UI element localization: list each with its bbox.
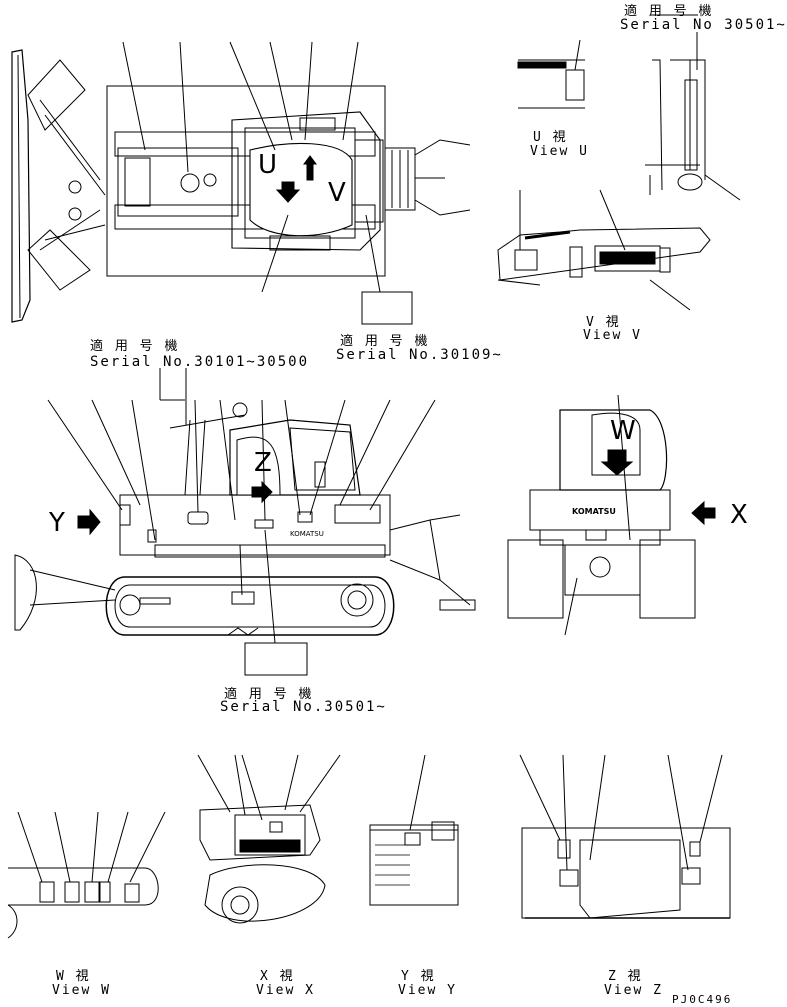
rear-view (508, 395, 715, 635)
side-view-serial-jp: 適 用 号 機 (224, 687, 314, 702)
view-x-detail (198, 755, 340, 923)
marker-y: Y (49, 508, 65, 538)
top-view-serial-b-en: Serial No.30109~ (336, 347, 503, 363)
view-v-detail (498, 190, 710, 310)
brand-side: KOMATSU (290, 530, 324, 538)
detail-top-right (645, 15, 740, 200)
view-z-jp: Z 視 (608, 969, 643, 984)
diagram-drawing (0, 0, 766, 1007)
marker-v: V (328, 178, 346, 208)
marker-u: U (258, 150, 278, 180)
marker-w: W (610, 416, 636, 446)
view-w-jp: W 視 (56, 969, 91, 984)
view-v-jp: V 視 (586, 315, 621, 330)
view-u-detail (518, 40, 585, 108)
drawing-code: PJ0C496 (672, 993, 733, 1006)
view-z-en: View Z (604, 983, 663, 998)
view-w-en: View W (52, 983, 111, 998)
view-z-detail (520, 755, 730, 918)
view-y-detail (370, 755, 458, 905)
brand-rear: KOMATSU (572, 507, 616, 516)
view-u-en: View U (530, 144, 589, 159)
marker-x: X (730, 500, 748, 530)
top-view (12, 42, 470, 324)
marker-z: Z (254, 448, 272, 478)
view-v-en: View V (583, 328, 642, 343)
view-w-detail (8, 812, 165, 938)
top-view-serial-a-en: Serial No.30101~30500 (90, 354, 310, 370)
top-right-serial-jp: 適 用 号 機 (624, 4, 714, 19)
view-y-en: View Y (398, 983, 457, 998)
view-u-jp: U 視 (533, 130, 568, 145)
top-view-serial-b-jp: 適 用 号 機 (340, 334, 430, 349)
side-view (15, 368, 475, 675)
top-view-serial-a-jp: 適 用 号 機 (90, 339, 180, 354)
view-x-jp: X 視 (260, 969, 295, 984)
top-right-serial-en: Serial No 30501~ (620, 17, 787, 33)
view-x-en: View X (256, 983, 315, 998)
side-view-serial-en: Serial No.30501~ (220, 699, 387, 715)
view-y-jp: Y 視 (401, 969, 436, 984)
